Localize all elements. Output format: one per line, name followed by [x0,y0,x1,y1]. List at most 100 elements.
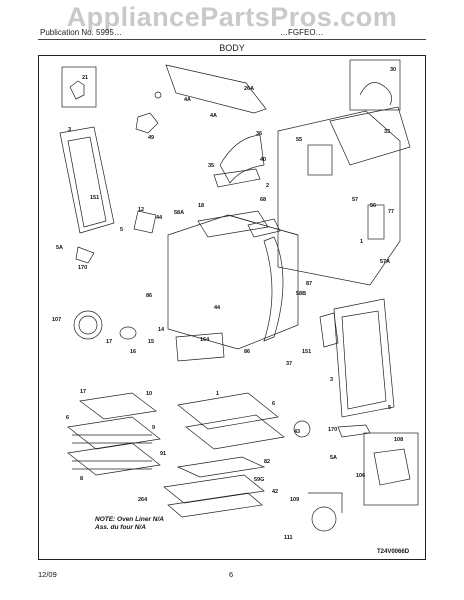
drawing-code: T24V0066D [377,549,410,555]
label-82: 82 [264,459,270,465]
label-3: 3 [68,127,71,133]
note-line-1: NOTE: Oven Liner N/A [95,516,164,523]
part-21-box [61,66,97,108]
label-42: 42 [272,489,278,495]
label-10: 10 [146,391,152,397]
part-6-rack-lower [67,442,161,476]
part-4a-screw [154,91,162,99]
part-labels: 21 4A 49 26A 30 3 4A 36 55 33 35 40 151 … [52,67,403,541]
label-58a: 58A [174,210,184,216]
label-4a: 4A [184,97,191,103]
part-3-door-panel-right [333,298,395,418]
label-17: 17 [106,339,112,345]
part-264-slide [167,492,263,518]
label-151: 151 [90,195,99,201]
label-21: 21 [82,75,88,81]
part-58a-insulation [263,236,284,342]
label-12: 12 [138,207,144,213]
label-5a: 5A [56,245,63,251]
label-15: 15 [148,339,154,345]
footer-date: 12/09 [38,570,57,579]
footer-page-number: 6 [229,570,234,579]
rack-wires [72,434,152,470]
part-3-door-panel-right-inner [341,310,387,410]
header-model: …FGFEO… [280,28,324,37]
label-1: 1 [360,239,363,245]
label-264: 264 [138,497,148,503]
label-151: 151 [302,349,311,355]
label-33: 33 [384,129,390,135]
label-3: 3 [330,377,333,383]
label-35: 35 [208,163,214,169]
part-12-light [133,210,157,234]
label-91: 91 [160,451,166,457]
oven-cavity-edge [227,214,299,236]
label-170: 170 [78,265,87,271]
label-68: 68 [260,197,266,203]
label-57: 57 [352,197,358,203]
label-59g: 59G [254,477,264,483]
label-44: 44 [156,215,163,221]
label-14: 14 [158,327,165,333]
part-14-lamp [119,326,137,340]
part-26a-bracket [165,64,267,114]
part-107-fan [73,310,103,340]
label-106: 106 [356,473,365,479]
part-42-drawer-front [163,474,265,504]
label-86: 86 [244,349,250,355]
label-40: 40 [260,157,266,163]
label-86: 86 [146,293,152,299]
part-10-broil-pan [79,392,157,420]
label-37: 37 [286,361,292,367]
label-87: 87 [306,281,312,287]
label-17: 17 [80,389,86,395]
label-49: 49 [148,135,154,141]
part-3-side-panel-left [59,126,115,234]
section-title: BODY [219,43,245,53]
part-108-motor-box [363,432,419,506]
part-1-bottom-panel [177,392,279,430]
part-18-insulation-top [197,210,269,238]
part-36-duct [219,134,265,184]
part-170-hinge-right [337,424,371,438]
label-111: 111 [284,535,293,541]
label-9: 9 [152,425,155,431]
label-108: 108 [394,437,403,443]
header-publication: Publication No. 5995… [40,28,122,37]
part-6-rack-upper [67,416,161,450]
part-35-bracket [213,168,261,188]
label-55: 55 [296,137,302,143]
label-18: 18 [198,203,204,209]
label-107: 107 [52,317,61,323]
part-109-fan-blade [311,506,337,532]
part-55-bracket [307,144,333,176]
part-30-box [349,59,401,111]
part-151-insulation-left [67,136,107,228]
label-109: 109 [290,497,299,503]
note-line-2: Ass. du four N/A [95,524,146,531]
part-107-fan-inner [78,315,98,335]
label-56: 56 [370,203,376,209]
label-57a: 57A [380,259,390,265]
label-4a: 4A [210,113,217,119]
label-58b: 58B [296,291,306,297]
label-164: 164 [200,337,210,343]
part-5a-hinge-left [75,246,95,264]
label-43: 43 [294,429,300,435]
header-rule [38,39,426,40]
part-33-cover [329,106,411,166]
label-5: 5 [120,227,123,233]
label-30: 30 [390,67,396,73]
part-82-rail [176,456,266,478]
diagram-frame [38,55,426,560]
watermark: AppliancePartsPros.com [66,2,398,32]
part-164-gasket [175,332,225,362]
label-1: 1 [216,391,219,397]
part-21 [69,80,85,100]
label-36: 36 [256,131,262,137]
label-16: 16 [130,349,136,355]
label-8: 8 [80,476,83,482]
label-5: 5 [388,405,391,411]
label-5a: 5A [330,455,337,461]
part-109-fan-leader [308,492,343,513]
